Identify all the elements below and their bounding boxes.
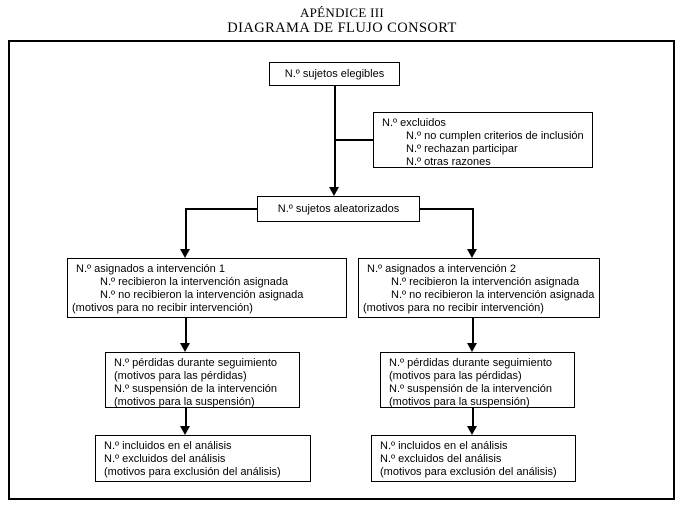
connector-intervention1-to-followup1	[185, 318, 187, 344]
excluded-line: N.º rechazan participar	[406, 143, 518, 155]
diagram-frame	[8, 40, 675, 500]
analysis1-line: N.º incluidos en el análisis	[104, 440, 232, 452]
excluded-line: N.º excluidos	[382, 117, 446, 129]
arrowhead-intervention2-icon	[467, 249, 477, 258]
intervention2-line: (motivos para no recibir intervención)	[363, 302, 544, 314]
box-randomized-subjects: N.º sujetos aleatorizados	[257, 196, 420, 222]
connector-followup2-to-analysis2	[472, 408, 474, 426]
connector-eligible-to-randomized	[334, 86, 336, 188]
box-analysis-1: N.º incluidos en el análisis N.º excluid…	[95, 435, 311, 482]
followup2-line: N.º pérdidas durante seguimiento	[389, 357, 553, 369]
arrowhead-analysis1-icon	[180, 426, 190, 435]
intervention1-line: (motivos para no recibir intervención)	[72, 302, 253, 314]
analysis2-line: N.º excluidos del análisis	[380, 453, 502, 465]
followup1-line: N.º pérdidas durante seguimiento	[114, 357, 278, 369]
connector-left-branch-v	[185, 208, 187, 249]
analysis1-line: N.º excluidos del análisis	[104, 453, 226, 465]
intervention2-line: N.º asignados a intervención 2	[367, 263, 516, 275]
intervention2-line: N.º no recibieron la intervención asigna…	[391, 289, 595, 301]
box-eligible-subjects-label: N.º sujetos elegibles	[284, 67, 385, 80]
followup2-line: N.º suspensión de la intervención	[389, 383, 553, 395]
followup1-line: (motivos para las pérdidas)	[114, 370, 247, 382]
intervention2-line: N.º recibieron la intervención asignada	[391, 276, 580, 288]
appendix-heading: APÉNDICE III	[299, 5, 385, 20]
followup2-line: (motivos para las pérdidas)	[389, 370, 522, 382]
box-intervention-1: N.º asignados a intervención 1 N.º recib…	[67, 258, 347, 318]
arrowhead-intervention1-icon	[180, 249, 190, 258]
analysis2-line: (motivos para exclusión del análisis)	[380, 466, 557, 478]
box-followup-2: N.º pérdidas durante seguimiento (motivo…	[380, 352, 575, 408]
arrowhead-followup2-icon	[467, 343, 477, 352]
connector-intervention2-to-followup2	[472, 318, 474, 344]
excluded-line: N.º otras razones	[406, 156, 491, 168]
intervention1-line: N.º no recibieron la intervención asigna…	[100, 289, 304, 301]
box-excluded: N.º excluidos N.º no cumplen criterios d…	[373, 112, 593, 168]
intervention1-line: N.º asignados a intervención 1	[76, 263, 225, 275]
analysis2-line: N.º incluidos en el análisis	[380, 440, 508, 452]
box-randomized-subjects-label: N.º sujetos aleatorizados	[277, 202, 400, 215]
box-analysis-2: N.º incluidos en el análisis N.º excluid…	[371, 435, 576, 482]
followup1-line: N.º suspensión de la intervención	[114, 383, 278, 395]
intervention1-line: N.º recibieron la intervención asignada	[100, 276, 289, 288]
followup2-line: (motivos para la suspensión)	[389, 396, 530, 408]
followup1-line: (motivos para la suspensión)	[114, 396, 255, 408]
connector-branch-excluded	[334, 139, 373, 141]
connector-followup1-to-analysis1	[185, 408, 187, 426]
box-eligible-subjects: N.º sujetos elegibles	[269, 62, 400, 86]
connector-right-branch-h	[420, 208, 474, 210]
arrowhead-randomized-icon	[329, 187, 339, 196]
diagram-heading: DIAGRAMA DE FLUJO CONSORT	[227, 20, 457, 36]
connector-right-branch-v	[472, 208, 474, 249]
box-intervention-2: N.º asignados a intervención 2 N.º recib…	[358, 258, 600, 318]
arrowhead-analysis2-icon	[467, 426, 477, 435]
excluded-line: N.º no cumplen criterios de inclusión	[406, 130, 584, 142]
page-title: APÉNDICE III DIAGRAMA DE FLUJO CONSORT	[0, 5, 684, 37]
connector-left-branch-h	[185, 208, 257, 210]
arrowhead-followup1-icon	[180, 343, 190, 352]
box-followup-1: N.º pérdidas durante seguimiento (motivo…	[105, 352, 300, 408]
analysis1-line: (motivos para exclusión del análisis)	[104, 466, 281, 478]
